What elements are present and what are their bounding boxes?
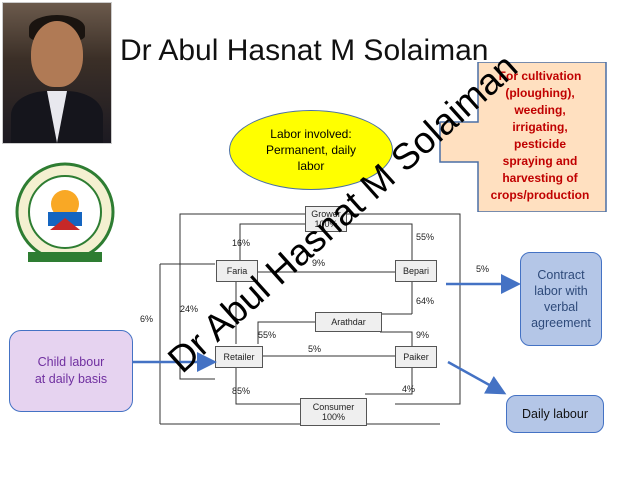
labor-line: Labor involved: [270, 127, 352, 141]
pct-faria-bepari: 9% [312, 258, 326, 268]
pct-arathdar-retailer: 55% [258, 330, 277, 340]
contract-line: agreement [531, 316, 591, 330]
page-title: Dr Abul Hasnat M Solaiman [120, 34, 489, 67]
node-faria: Faria [216, 260, 258, 282]
callout-line: weeding, [514, 103, 566, 117]
labor-involved-ellipse: Labor involved: Permanent, daily labor [229, 110, 393, 190]
callout-line: crops/production [490, 188, 590, 202]
portrait-face [31, 21, 83, 87]
callout-line: irrigating, [512, 120, 568, 134]
pct-paiker-consumer: 4% [402, 384, 416, 394]
flow-connectors [159, 213, 461, 425]
node-retailer: Retailer [215, 346, 263, 368]
daily-labour-box: Daily labour [506, 395, 604, 433]
labor-line: Permanent, daily [265, 143, 357, 157]
child-line: Child labour [37, 355, 105, 369]
contract-line: Contract [537, 268, 585, 282]
pct-grower-faria: 16% [232, 238, 251, 248]
node-paiker: Paiker [395, 346, 437, 368]
labor-involved-text: Labor involved: Permanent, daily labor [251, 126, 371, 174]
pct-paiker-retailer: 5% [308, 344, 322, 354]
pct-retailer-consumer: 85% [232, 386, 251, 396]
callout-line: harvesting of [502, 171, 578, 185]
callout-line: spraying and [502, 154, 578, 168]
pct-faria-retailer: 24% [180, 304, 199, 314]
pct-bepari-arathdar: 64% [416, 296, 435, 306]
callout-line: For cultivation [498, 69, 582, 83]
contract-labor-box: Contract labor with verbal agreement [520, 252, 602, 346]
node-grower-label: Grower [311, 209, 341, 219]
portrait-photo [2, 2, 112, 144]
node-consumer-pct: 100% [321, 412, 345, 422]
node-bepari: Bepari [395, 260, 437, 282]
node-grower-pct: 100% [314, 219, 338, 229]
node-consumer-label: Consumer [312, 402, 355, 412]
pct-bepari-out: 5% [476, 264, 490, 274]
pct-outside-left: 6% [140, 314, 154, 324]
child-line: at daily basis [34, 372, 108, 386]
callout-line: (ploughing), [505, 86, 575, 100]
labor-line: labor [297, 159, 325, 173]
pct-arathdar-paiker: 9% [416, 330, 430, 340]
child-labour-box: Child labour at daily basis [9, 330, 133, 412]
university-logo [15, 162, 115, 262]
node-arathdar: Arathdar [315, 312, 382, 332]
callout-line: pesticide [513, 137, 567, 151]
contract-line: labor with [534, 284, 588, 298]
cultivation-callout-arrow [439, 62, 607, 212]
pct-grower-bepari: 55% [416, 232, 435, 242]
cultivation-callout-text: For cultivation (ploughing), weeding, ir… [480, 68, 600, 204]
contract-line: verbal [543, 300, 579, 314]
